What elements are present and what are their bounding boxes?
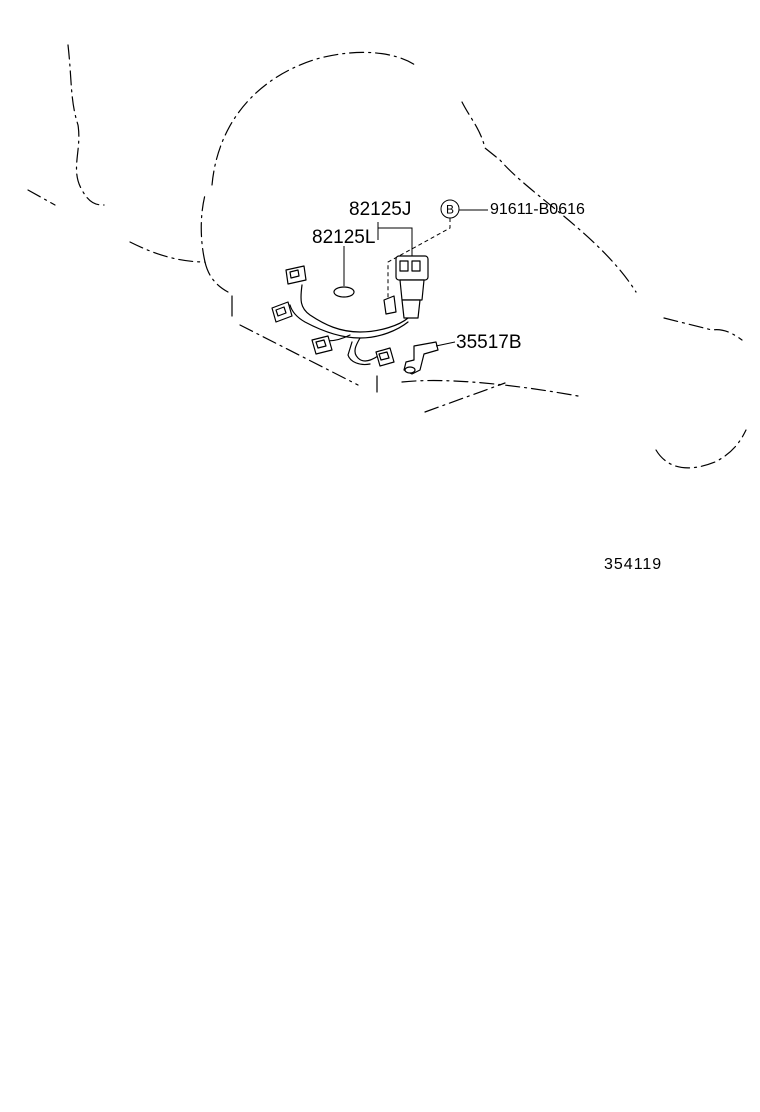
figure-number: 354119 [604,556,662,573]
floor-edge-left [27,189,56,206]
inner-panel-side [204,261,229,293]
leader-35517B [435,341,456,347]
floor-line-lower [424,382,506,413]
label-35517B: 35517B [456,332,522,353]
plug-2 [271,301,293,323]
body-outline-left [67,44,105,206]
plug-1 [285,265,307,285]
label-91611-B0616: 91611-B0616 [490,201,585,218]
plug-3 [311,335,333,355]
floor-line-right [401,379,579,397]
callout-letter: B [446,203,454,217]
callout-circle-b [440,199,460,219]
bolt-reference-line [387,218,451,300]
clamp-bracket [403,341,439,375]
body-outline-top-right [461,101,637,293]
label-82125J: 82125J [349,199,411,220]
plug-4 [375,347,395,367]
wire-harness [289,284,409,366]
body-outline-right-mid [663,317,743,341]
panel-edge-lower [239,324,359,386]
inner-panel-curve [129,194,206,263]
wheel-arch-lower-right [655,429,747,469]
label-82125L: 82125L [312,227,375,248]
wheel-arch-outline [211,51,416,186]
main-connector [383,255,429,319]
grommet [333,286,355,298]
leader-82125J [377,222,413,256]
